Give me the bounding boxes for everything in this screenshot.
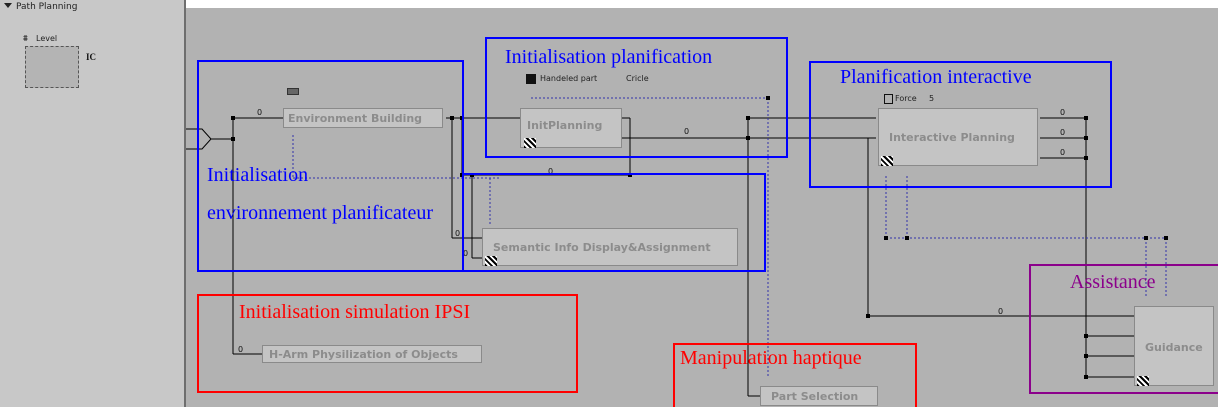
path-planning-title: Path Planning bbox=[16, 2, 78, 12]
init-planification-frame bbox=[485, 37, 788, 158]
force-value: 5 bbox=[929, 94, 935, 103]
interactive-planning-block[interactable]: Interactive Planning bbox=[878, 108, 1038, 166]
schematic-canvas[interactable] bbox=[186, 8, 1218, 407]
semantic-info-block[interactable]: Semantic Info Display&Assignment bbox=[482, 228, 738, 266]
init-env-label-line2: environnement planificateur bbox=[207, 202, 434, 224]
wire-value: 0 bbox=[455, 229, 461, 238]
init-env-frame-lower bbox=[462, 173, 766, 272]
wire-value: 0 bbox=[1060, 108, 1066, 117]
init-planning-block[interactable]: InitPlanning bbox=[520, 108, 622, 148]
script-icon bbox=[1137, 376, 1149, 386]
handled-part-value: Cricle bbox=[626, 74, 649, 83]
environment-building-label: Environment Building bbox=[288, 112, 423, 125]
h-arm-label: H-Arm Physilization of Objects bbox=[269, 348, 458, 361]
force-label: Force bbox=[895, 94, 917, 103]
semantic-info-label: Semantic Info Display&Assignment bbox=[493, 241, 711, 254]
planification-interactive-label: Planification interactive bbox=[840, 66, 1032, 88]
wire-value: 0 bbox=[998, 307, 1004, 316]
guidance-block[interactable]: Guidance bbox=[1134, 306, 1214, 386]
init-env-label-line1: Initialisation bbox=[207, 164, 309, 186]
wire-value: 0 bbox=[257, 108, 263, 117]
level-thumbnail[interactable] bbox=[25, 46, 79, 88]
path-planning-header[interactable]: Path Planning bbox=[4, 2, 77, 12]
init-planning-label: InitPlanning bbox=[527, 119, 603, 132]
part-selection-label: Part Selection bbox=[771, 390, 859, 403]
force-param-icon bbox=[884, 94, 893, 104]
wire-value: 0 bbox=[684, 127, 690, 136]
handled-part-label: Handeled part bbox=[540, 74, 598, 83]
wire-value: 0 bbox=[463, 249, 469, 258]
environment-building-block[interactable]: Environment Building bbox=[283, 108, 443, 128]
init-simulation-frame bbox=[197, 294, 578, 393]
init-env-frame-upper bbox=[197, 60, 464, 272]
wire-value: 0 bbox=[1060, 148, 1066, 157]
wire-value: 0 bbox=[548, 167, 554, 176]
planification-interactive-frame bbox=[809, 61, 1112, 188]
handled-part-param-icon bbox=[526, 74, 536, 84]
guidance-label: Guidance bbox=[1145, 341, 1203, 354]
canvas-top-strip bbox=[186, 0, 1218, 8]
left-panel: Path Planning ⩩ Level IC bbox=[0, 0, 186, 407]
assistance-label: Assistance bbox=[1070, 271, 1156, 293]
script-icon bbox=[881, 156, 893, 166]
init-simulation-label: Initialisation simulation IPSI bbox=[239, 301, 471, 323]
collapse-triangle-icon[interactable] bbox=[4, 3, 12, 8]
wire-value: 0 bbox=[1060, 128, 1066, 137]
block-param-icon bbox=[287, 88, 299, 95]
part-selection-block[interactable]: Part Selection bbox=[760, 386, 878, 406]
manipulation-haptique-label: Manipulation haptique bbox=[680, 347, 862, 369]
interactive-planning-label: Interactive Planning bbox=[889, 131, 1015, 144]
ic-label: IC bbox=[86, 52, 97, 62]
h-arm-block[interactable]: H-Arm Physilization of Objects bbox=[262, 345, 482, 363]
init-planification-label: Initialisation planification bbox=[505, 46, 713, 68]
level-icon: ⩩ bbox=[23, 34, 28, 44]
level-item[interactable]: ⩩ Level bbox=[23, 34, 58, 44]
assistance-frame bbox=[1029, 264, 1218, 394]
script-icon bbox=[485, 256, 497, 266]
script-icon bbox=[524, 138, 536, 148]
wire-value: 0 bbox=[238, 345, 244, 354]
manipulation-haptique-frame bbox=[673, 343, 917, 407]
level-label: Level bbox=[36, 34, 58, 43]
